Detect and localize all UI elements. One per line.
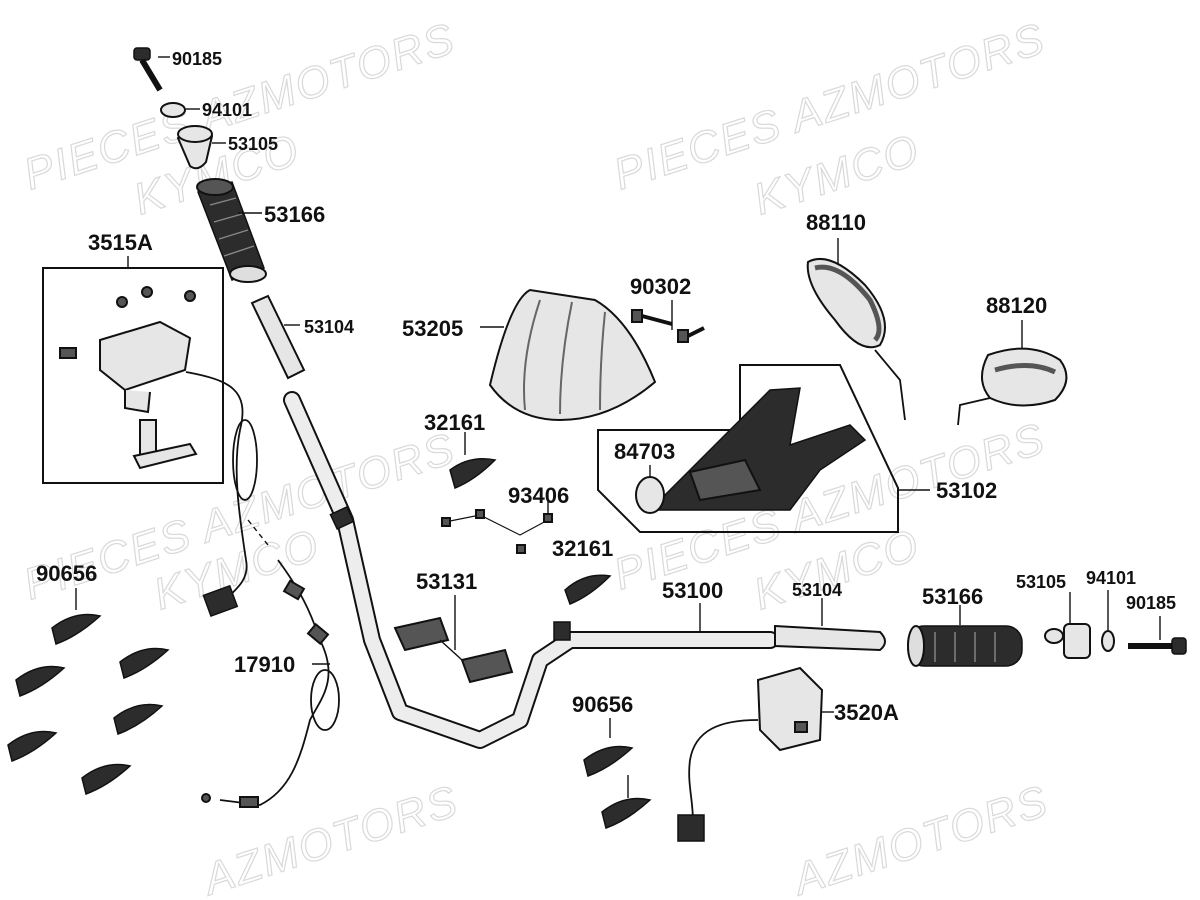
label-88120: 88120	[986, 293, 1047, 318]
label-53104-right: 53104	[792, 580, 842, 600]
cable-ties-90656-left	[7, 613, 170, 795]
grip-sleeve-53104-left	[250, 294, 306, 380]
bar-end-weight-53105-right	[1044, 623, 1091, 659]
label-3515A: 3515A	[88, 230, 153, 255]
switch-3520A	[677, 666, 824, 842]
label-90185-top: 90185	[172, 49, 222, 69]
label-93406: 93406	[508, 483, 569, 508]
label-53104-left: 53104	[304, 317, 354, 337]
label-53131: 53131	[416, 569, 477, 594]
watermark-partial-2: AZMOTORS	[785, 776, 1055, 900]
cable-17910	[201, 559, 340, 808]
grip-53166-right	[907, 625, 1023, 667]
windscreen-53205	[488, 288, 657, 422]
label-90656-mid: 90656	[572, 692, 633, 717]
label-32161-a: 32161	[424, 410, 485, 435]
bolts-90302	[631, 309, 705, 343]
assembly-frame-53102	[597, 364, 899, 533]
screws-93406	[441, 509, 553, 554]
label-84703: 84703	[614, 439, 675, 464]
label-53105-right: 53105	[1016, 572, 1066, 592]
clip-32161-a	[449, 458, 497, 490]
grip-sleeve-53104-right	[774, 624, 886, 652]
clip-32161-b	[564, 574, 612, 605]
bolt-90185-top	[133, 47, 163, 92]
label-53105-top: 53105	[228, 134, 278, 154]
connector-3515A	[202, 584, 239, 618]
wire-3515A	[185, 371, 248, 601]
label-3520A: 3520A	[834, 700, 899, 725]
mirror-88110	[806, 257, 906, 421]
label-17910: 17910	[234, 652, 295, 677]
label-53166-top: 53166	[264, 202, 325, 227]
label-53102: 53102	[936, 478, 997, 503]
grip-53166-top	[196, 178, 267, 283]
label-53166-right: 53166	[922, 584, 983, 609]
label-88110: 88110	[806, 210, 866, 235]
rubber-mount-84703	[635, 476, 665, 514]
label-90185-right: 90185	[1126, 593, 1176, 613]
mirror-88120	[957, 347, 1068, 426]
lever-housing-3515A	[59, 286, 198, 470]
watermark-partial-1: AZMOTORS	[195, 776, 465, 900]
clamp-53131	[393, 616, 514, 684]
handlebar-53100	[283, 391, 779, 749]
washer-94101-right	[1101, 630, 1115, 652]
label-32161-b: 32161	[552, 536, 613, 561]
label-94101-right: 94101	[1086, 568, 1136, 588]
label-90302: 90302	[630, 274, 691, 299]
label-90656-left: 90656	[36, 561, 97, 586]
meter-bracket-53102	[648, 387, 867, 511]
bar-end-weight-53105-top	[176, 125, 214, 170]
bolt-90185-right	[1128, 637, 1187, 655]
assembly-box-3515A	[42, 267, 224, 484]
washer-94101-top	[160, 102, 186, 118]
label-53100: 53100	[662, 578, 723, 603]
label-94101-top: 94101	[202, 100, 252, 120]
label-53205: 53205	[402, 316, 463, 341]
cable-ties-90656-mid	[583, 745, 652, 829]
